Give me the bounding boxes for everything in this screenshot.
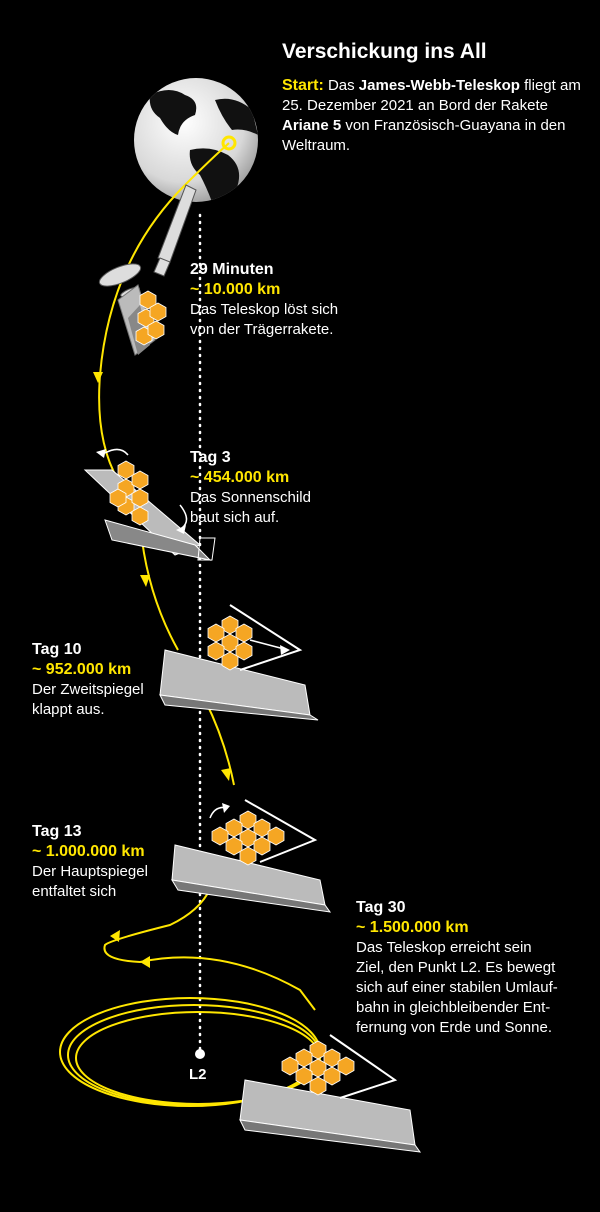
stage-desc-line: Das Teleskop löst sich bbox=[190, 301, 339, 318]
intro-text-2: fliegt am 25. Dezember 2021 an Bord der … bbox=[282, 77, 581, 114]
stage-time: Tag 10 bbox=[32, 641, 82, 658]
stage-tag-10: Tag 10 ~ 952.000 km Der Zweitspiegel kla… bbox=[32, 640, 144, 720]
stage-desc-line: von der Trägerrakete. bbox=[190, 321, 334, 338]
stage-29-minuten: 29 Minuten ~ 10.000 km Das Teleskop löst… bbox=[190, 260, 338, 340]
stage-distance: ~ 1.000.000 km bbox=[32, 843, 145, 860]
stage-desc-line: Der Hauptspiegel bbox=[32, 863, 148, 880]
stage-desc-line: sich auf einer stabilen Umlauf- bbox=[356, 979, 558, 996]
stage-desc-line: Der Zweitspiegel bbox=[32, 681, 144, 698]
stage-desc-line: entfaltet sich bbox=[32, 883, 117, 900]
stage-desc-line: fernung von Erde und Sonne. bbox=[356, 1019, 552, 1036]
stage-tag-13: Tag 13 ~ 1.000.000 km Der Hauptspiegel e… bbox=[32, 822, 148, 902]
stage-distance: ~ 454.000 km bbox=[190, 469, 290, 486]
stage-distance: ~ 10.000 km bbox=[190, 281, 281, 298]
stage-distance: ~ 1.500.000 km bbox=[356, 919, 469, 936]
page-title: Verschickung ins All bbox=[282, 40, 487, 63]
intro-text: Start: Das James-Webb-Teleskop fliegt am… bbox=[282, 76, 582, 156]
stage-time: Tag 13 bbox=[32, 823, 82, 840]
stage-desc-line: bahn in gleichbleibender Ent- bbox=[356, 999, 551, 1016]
stage-distance: ~ 952.000 km bbox=[32, 661, 132, 678]
stage-desc-line: klappt aus. bbox=[32, 701, 105, 718]
telescope-stage-5 bbox=[239, 1034, 422, 1153]
stage-tag-30: Tag 30 ~ 1.500.000 km Das Teleskop errei… bbox=[356, 898, 558, 1038]
telescope-stage-3 bbox=[159, 604, 319, 721]
path-arrows bbox=[93, 372, 231, 968]
intro-rocket-name: Ariane 5 bbox=[282, 117, 342, 134]
l2-point-marker bbox=[195, 1049, 205, 1059]
telescope-stage-4 bbox=[171, 799, 332, 913]
intro-telescope-name: James-Webb-Teleskop bbox=[358, 77, 520, 94]
intro-text-3: von Französisch-Guayana in den Weltraum. bbox=[282, 117, 566, 154]
stage-tag-3: Tag 3 ~ 454.000 km Das Sonnenschild baut… bbox=[190, 448, 311, 528]
l2-label: L2 bbox=[189, 1066, 207, 1083]
flight-path bbox=[59, 184, 321, 1107]
telescope-stage-1 bbox=[117, 284, 167, 356]
stage-time: Tag 3 bbox=[190, 449, 231, 466]
stage-desc-line: Ziel, den Punkt L2. Es bewegt bbox=[356, 959, 556, 976]
ariane5-rocket bbox=[98, 184, 197, 298]
telescope-stage-2 bbox=[83, 448, 216, 561]
stage-desc-line: baut sich auf. bbox=[190, 509, 280, 526]
intro-text-1: Das bbox=[323, 77, 359, 94]
earth-globe bbox=[134, 78, 258, 202]
stage-desc-line: Das Sonnenschild bbox=[190, 489, 311, 506]
stage-desc-line: Das Teleskop erreicht sein bbox=[356, 939, 532, 956]
stage-time: 29 Minuten bbox=[190, 261, 274, 278]
launch-site-marker bbox=[221, 135, 237, 151]
stage-time: Tag 30 bbox=[356, 899, 406, 916]
intro-label: Start: bbox=[282, 77, 324, 94]
